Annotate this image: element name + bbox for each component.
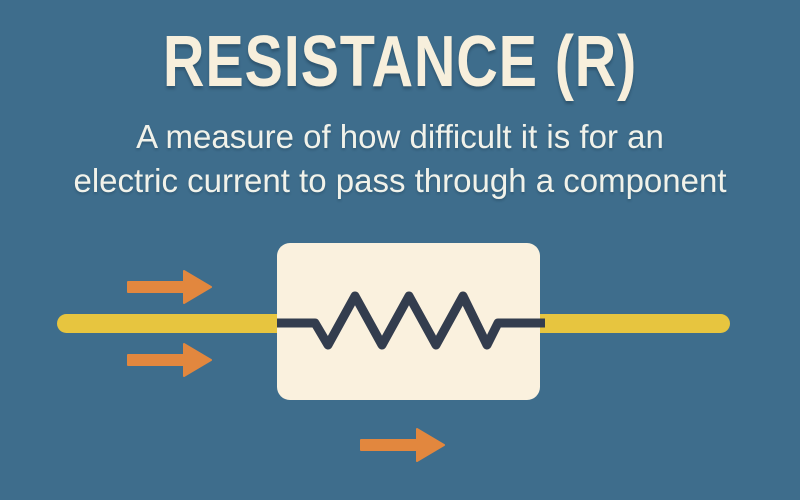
subtitle: A measure of how difficult it is for an … [0, 115, 800, 203]
page-title: RESISTANCE (R) [162, 22, 638, 102]
subtitle-line-2: electric current to pass through a compo… [73, 162, 727, 199]
subtitle-line-1: A measure of how difficult it is for an [136, 118, 664, 155]
current-arrow-icon [127, 270, 212, 304]
resistor-zigzag-icon [277, 291, 545, 350]
current-arrow-icon [360, 428, 445, 462]
current-arrow-icon [127, 343, 212, 377]
